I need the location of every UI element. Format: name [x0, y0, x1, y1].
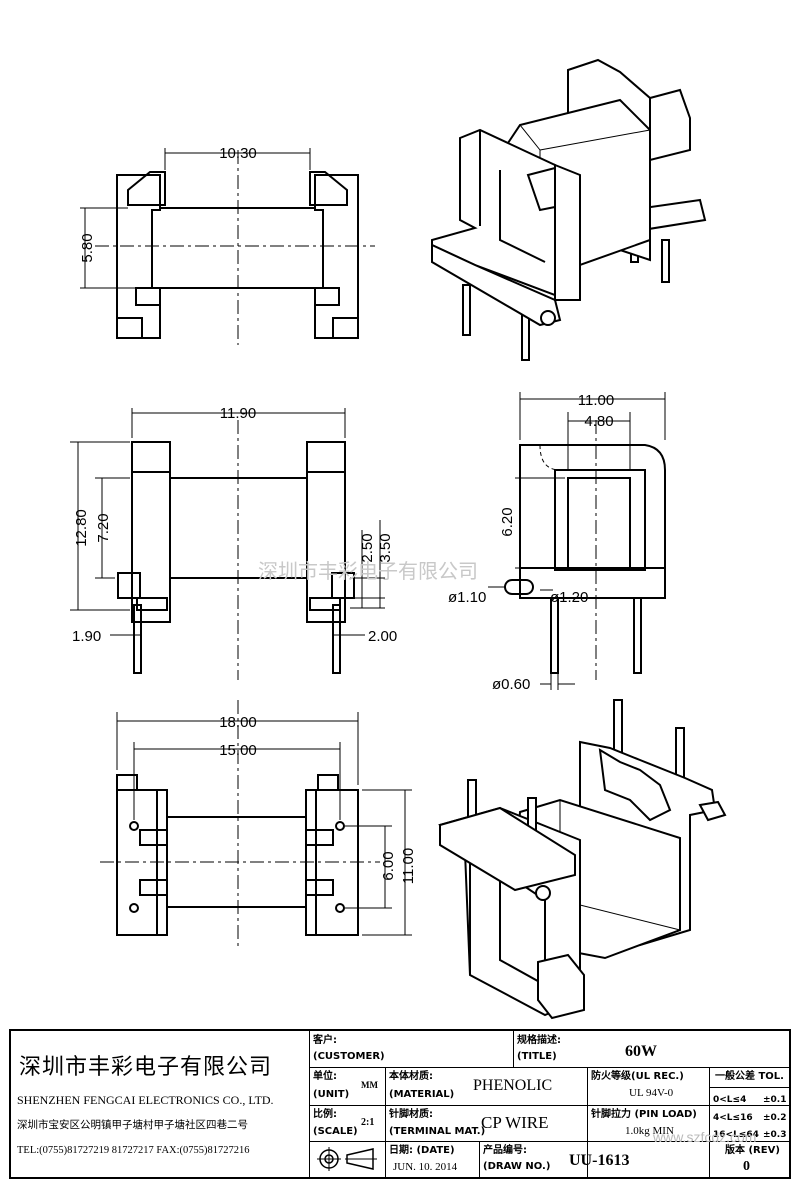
- rev-value: 0: [743, 1159, 750, 1174]
- date-label: 日期: (DATE): [389, 1145, 455, 1156]
- title-label: 规格描述:: [517, 1035, 561, 1046]
- unit-value: MM: [361, 1080, 378, 1090]
- tol-range-3: 16<L≤64: [713, 1130, 759, 1140]
- dim-pin-height-a: 2.50: [359, 533, 376, 562]
- title-block: 深圳市丰彩电子有限公司 SHENZHEN FENGCAI ELECTRONICS…: [9, 1029, 791, 1179]
- company-name-zh: 深圳市丰彩电子有限公司: [19, 1055, 273, 1080]
- material-value: PHENOLIC: [473, 1077, 553, 1094]
- title-label-en: (TITLE): [517, 1051, 557, 1062]
- pinload-label: 针脚拉力 (PIN LOAD): [591, 1109, 697, 1120]
- terminal-value: CP WIRE: [481, 1113, 549, 1132]
- dim-pin-dia: ø0.60: [492, 676, 530, 693]
- projection-symbol-icon: [317, 1147, 377, 1171]
- dim-front-width: 11.90: [220, 405, 256, 422]
- front-view: 11.90 12.80 7.20 2.50 3.50 1.90 2.00: [70, 405, 397, 680]
- tol-value-2: ±0.2: [763, 1113, 787, 1123]
- dim-side-dia-b: ø1.20: [550, 589, 588, 606]
- scale-label: 比例:: [313, 1109, 337, 1120]
- tol-value-3: ±0.3: [763, 1130, 787, 1140]
- dim-bottom-height-a: 6.00: [380, 851, 397, 880]
- date-value: JUN. 10. 2014: [393, 1161, 458, 1173]
- dim-side-width: 11.00: [578, 392, 614, 409]
- material-label-en: (MATERIAL): [389, 1089, 455, 1100]
- ul-value: UL 94V-0: [629, 1087, 674, 1099]
- dim-pin-offset-right: 2.00: [368, 628, 397, 645]
- unit-label: 单位:: [313, 1071, 337, 1082]
- dim-side-height: 6.20: [499, 507, 516, 536]
- company-name-en: SHENZHEN FENGCAI ELECTRONICS CO., LTD.: [17, 1093, 274, 1107]
- unit-label-en: (UNIT): [313, 1089, 350, 1100]
- company-address: 深圳市宝安区公明镇甲子塘村甲子塘社区四巷二号: [17, 1119, 248, 1131]
- dim-top-width: 10.30: [219, 145, 257, 162]
- website-watermark: www.szfcdz.com: [653, 1129, 757, 1145]
- customer-label-en: (CUSTOMER): [313, 1051, 385, 1062]
- terminal-label-en: (TERMINAL MAT.): [389, 1126, 486, 1137]
- dim-pin-height-b: 3.50: [377, 533, 394, 562]
- dim-bottom-width: 18.00: [219, 714, 257, 731]
- drawno-value: UU-1613: [569, 1152, 630, 1169]
- ul-label: 防火等级(UL REC.): [591, 1071, 684, 1082]
- dim-side-inner-width: 4.80: [584, 413, 613, 430]
- scale-label-en: (SCALE): [313, 1126, 358, 1137]
- drawno-label-en: (DRAW NO.): [483, 1161, 551, 1172]
- tolerance-label: 一般公差 TOL.: [715, 1071, 784, 1082]
- dim-bottom-height-b: 11.00: [400, 848, 417, 884]
- dim-side-dia-a: ø1.10: [448, 589, 486, 606]
- company-phone: TEL:(0755)81727219 81727217 FAX:(0755)81…: [17, 1145, 250, 1156]
- top-view: 10.30 5.80: [79, 145, 375, 345]
- dim-top-height: 5.80: [79, 233, 96, 262]
- tol-range-1: 0<L≤4: [713, 1095, 747, 1105]
- technical-drawing: 10.30 5.80: [70, 58, 727, 1020]
- iso-view-bottom: [438, 699, 727, 1020]
- tol-value-1: ±0.1: [763, 1095, 787, 1105]
- drawno-label: 产品编号:: [483, 1145, 527, 1156]
- customer-label: 客户:: [313, 1035, 337, 1046]
- scale-value: 2:1: [361, 1117, 375, 1128]
- side-view: 11.00 4.80 6.20 ø1.10 ø1.20 ø0.60: [448, 392, 666, 693]
- dim-pin-offset-left: 1.90: [72, 628, 101, 645]
- dim-front-height-total: 12.80: [73, 509, 90, 547]
- watermark: 深圳市丰彩电子有限公司: [258, 559, 478, 583]
- dim-bottom-inner-width: 15.00: [219, 742, 257, 759]
- dim-front-height-inner: 7.20: [95, 513, 112, 542]
- bottom-view: 18.00 15.00 6.00 11.00: [100, 700, 417, 950]
- material-label: 本体材质:: [389, 1071, 433, 1082]
- terminal-label: 针脚材质:: [389, 1109, 433, 1120]
- title-value: 60W: [625, 1043, 657, 1060]
- pinload-value: 1.0kg MIN: [625, 1125, 674, 1137]
- tol-range-2: 4<L≤16: [713, 1113, 753, 1123]
- rev-label: 版本 (REV): [725, 1145, 780, 1156]
- iso-view-top: [431, 58, 707, 361]
